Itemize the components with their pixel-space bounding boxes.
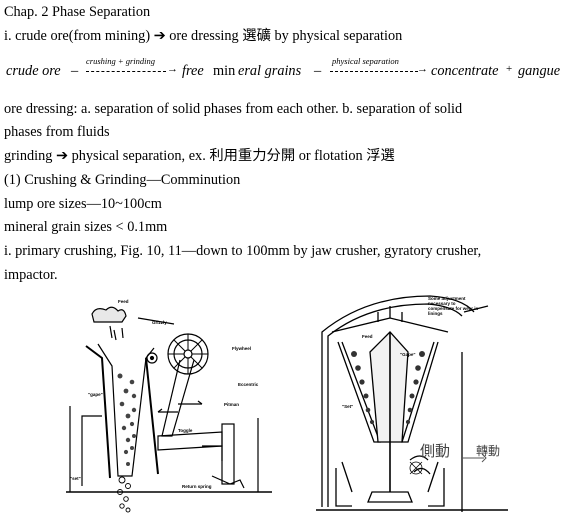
text-line-1: i. crude ore(from mining) ➔ ore dressing… (4, 28, 403, 44)
eq-arrow-1-label: crushing + grinding (86, 56, 156, 66)
jaw-label-flywheel: Flywheel (232, 346, 252, 351)
gyratory-crusher-figure: Some adjustment necessary to compensate … (312, 292, 512, 517)
eq-crude-ore: crude ore (6, 63, 61, 79)
eq-plus: + (506, 63, 513, 75)
text-line-8: i. primary crushing, Fig. 10, 11—down to… (4, 243, 482, 259)
jaw-label-eccentric: Eccentric (238, 382, 259, 387)
jaw-label-pitman: Pitman (224, 402, 240, 407)
text-line-9: impactor. (4, 267, 58, 283)
text-line-2: ore dressing: a. separation of solid pha… (4, 101, 463, 117)
eq-mineral-grains: eral grains (238, 63, 302, 79)
jaw-label-feed: Feed (118, 299, 129, 304)
jaw-label-gape: "gape" (88, 392, 103, 397)
jaw-label-grizzly: Grizzly (152, 320, 167, 325)
eq-dash-1: – (71, 63, 79, 79)
text-line-6: lump ore sizes—10~100cm (4, 196, 162, 212)
gyr-label-adjustment-note: Some adjustment necessary to compensate … (428, 296, 479, 316)
eq-gangue: gangue (518, 63, 561, 79)
gyr-label-set: "Set" (342, 404, 354, 409)
eq-dash-2: – (314, 63, 322, 79)
eq-arrow-2-line (330, 71, 418, 72)
eq-free: free (182, 63, 204, 79)
gyr-handwritten-1: 側動 (420, 442, 451, 460)
eq-mineral-start: min (213, 63, 236, 79)
gyr-handwritten-2: 轉動 (476, 444, 501, 458)
gyratory-crusher-drawing (316, 295, 508, 512)
jaw-label-return-spring: Return spring (182, 484, 212, 489)
jaw-crusher-drawing (66, 306, 272, 513)
jaw-label-set: "set" (70, 476, 81, 481)
gyr-label-gape: "Gape" (400, 352, 416, 357)
eq-arrow-2-label: physical separation (332, 56, 399, 66)
text-line-4: grinding ➔ physical separation, ex. 利用重力… (4, 148, 395, 164)
eq-arrow-1-head: → (167, 63, 178, 75)
jaw-crusher-figure: Feed Grizzly Flywheel Eccentric Pitman "… (62, 296, 277, 516)
eq-arrow-2-head: → (417, 63, 428, 75)
text-line-7: mineral grain sizes < 0.1mm (4, 219, 168, 235)
jaw-label-toggle: Toggle (178, 428, 193, 433)
separation-equation: crude ore – crushing + grinding → free m… (4, 56, 570, 87)
text-line-5: (1) Crushing & Grinding—Comminution (4, 172, 241, 188)
eq-arrow-1-line (86, 71, 166, 72)
text-line-3: phases from fluids (4, 124, 110, 140)
gyr-label-feed: Feed (362, 334, 373, 339)
heading: Chap. 2 Phase Separation (4, 4, 151, 20)
eq-concentrate: concentrate (431, 63, 499, 79)
